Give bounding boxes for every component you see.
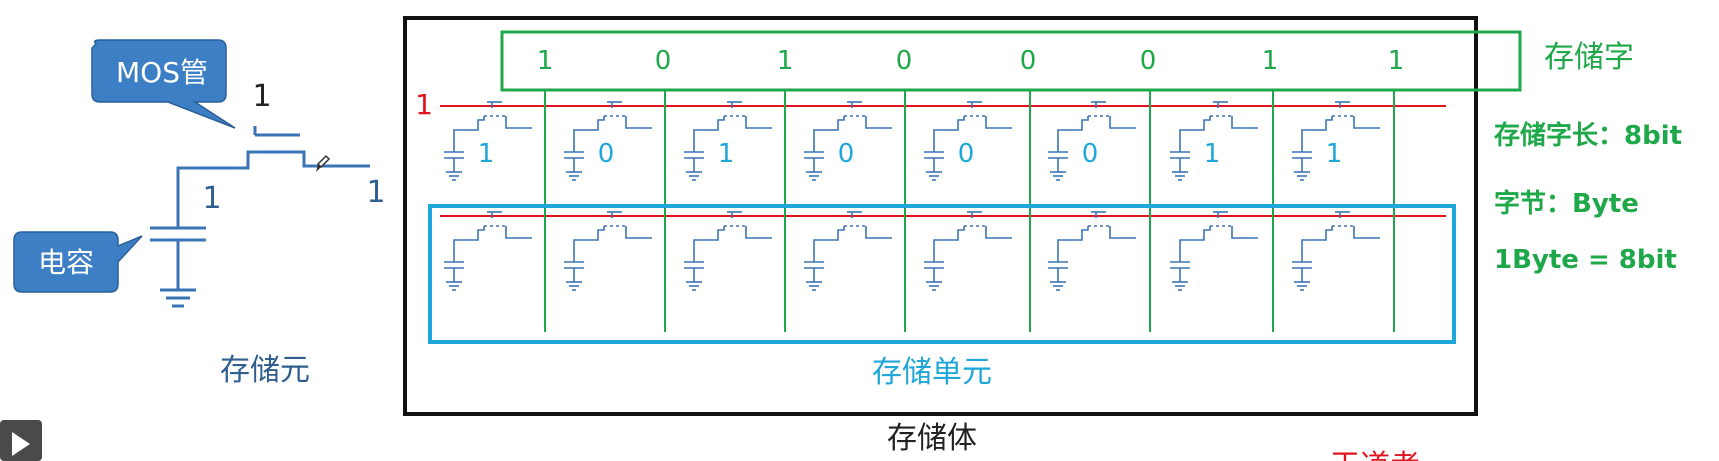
memory-cell-r2-6 — [1170, 211, 1258, 291]
memory-cell-r1-3 — [804, 101, 892, 181]
gate-value: 1 — [252, 79, 271, 114]
memory-cell-r1-0 — [444, 101, 532, 181]
memory-cell-r2-5 — [1048, 211, 1136, 291]
memory-cells-row1: 1 0 1 0 0 0 1 1 — [444, 101, 1380, 181]
byte-note: 字节：Byte — [1494, 188, 1639, 219]
storage-word-bit-5: 0 — [1140, 46, 1157, 76]
memory-cell-r2-0 — [444, 211, 532, 291]
memory-cell-value-2: 1 — [718, 139, 735, 169]
storage-word-bit-4: 0 — [1020, 46, 1037, 76]
bottom-red-text: 王道考研 — [1330, 449, 1450, 461]
bit-lines — [544, 90, 1395, 332]
memory-cell-r2-4 — [924, 211, 1012, 291]
storage-word-bit-3: 0 — [896, 46, 913, 76]
memory-cell-value-0: 1 — [478, 139, 495, 169]
memory-cell-r2-1 — [564, 211, 652, 291]
storage-body-caption: 存储体 — [887, 421, 977, 456]
mos-callout: MOS管 — [91, 39, 236, 129]
memory-cells-row2 — [444, 211, 1380, 291]
storage-word-bit-1: 0 — [655, 46, 672, 76]
play-button[interactable] — [0, 420, 42, 461]
storage-word-bit-6: 1 — [1262, 46, 1279, 76]
memory-cell-r1-6 — [1170, 101, 1258, 181]
memory-cell-value-3: 0 — [838, 139, 855, 169]
bottom-red-text-clip: 王道考研 — [1330, 449, 1450, 461]
memory-cell-r1-1 — [564, 101, 652, 181]
capacitor-value: 1 — [202, 181, 221, 216]
memory-cell-r1-4 — [924, 101, 1012, 181]
memory-cell-r1-7 — [1292, 101, 1380, 181]
drain-value: 1 — [366, 175, 385, 210]
storage-body-frame — [403, 16, 1478, 416]
capacitor-callout-label: 电容 — [38, 246, 94, 279]
storage-unit-caption: 存储单元 — [872, 355, 992, 390]
memory-cell-r2-3 — [804, 211, 892, 291]
memory-cell-r2-7 — [1292, 211, 1380, 291]
mos-callout-label: MOS管 — [116, 56, 208, 89]
pen-cursor-icon — [316, 154, 331, 172]
storage-body: 1 0 1 0 0 0 1 1 1 1 0 1 0 0 0 1 1 存储单元 — [403, 16, 1522, 416]
storage-unit-frame — [428, 204, 1456, 344]
capacitor-callout: 电容 — [13, 231, 143, 293]
memory-cell-value-4: 0 — [958, 139, 975, 169]
cell-wiring — [150, 126, 370, 308]
storage-word-frame — [500, 30, 1522, 92]
play-icon — [12, 432, 30, 456]
memory-cell-r1-2 — [684, 101, 772, 181]
memory-cell-value-7: 1 — [1326, 139, 1343, 169]
storage-word-bit-2: 1 — [777, 46, 794, 76]
notes: 存储字 存储字长：8bit 字节：Byte 1Byte = 8bit 王道考研 — [1330, 40, 1682, 461]
memory-cell-value-1: 0 — [598, 139, 615, 169]
memory-cell-r1-5 — [1048, 101, 1136, 181]
byte-definition-note: 1Byte = 8bit — [1494, 245, 1677, 275]
memory-cell-r2-2 — [684, 211, 772, 291]
storage-cell-diagram: MOS管 电容 1 1 1 存储元 — [13, 39, 386, 388]
storage-word-bit-7: 1 — [1388, 46, 1405, 76]
storage-element-caption: 存储元 — [220, 353, 310, 388]
storage-word-label: 存储字 — [1544, 40, 1634, 75]
memory-cell-value-6: 1 — [1204, 139, 1221, 169]
word-line-value: 1 — [415, 88, 433, 121]
word-length-note: 存储字长：8bit — [1494, 120, 1682, 151]
memory-cell-value-5: 0 — [1082, 139, 1099, 169]
storage-word-bit-0: 1 — [537, 46, 554, 76]
storage-word-bits: 1 0 1 0 0 0 1 1 — [537, 46, 1405, 76]
